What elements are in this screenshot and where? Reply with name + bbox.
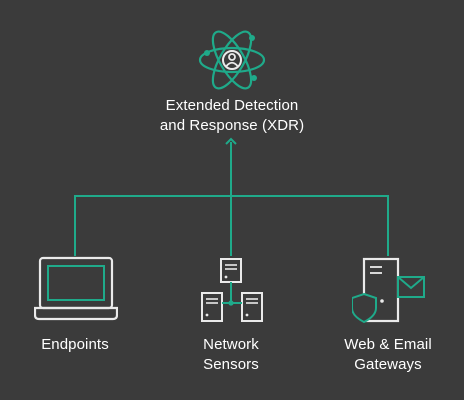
email-icon xyxy=(397,276,425,290)
arrow-head-icon xyxy=(225,137,237,145)
endpoints-label: Endpoints xyxy=(15,335,135,355)
network-sensors-line2: Sensors xyxy=(203,356,259,373)
network-sensors-line1: Network xyxy=(203,336,259,353)
laptop-icon xyxy=(34,256,118,321)
network-sensors-label: Network Sensors xyxy=(171,335,291,375)
hub-title: Extended Detection and Response (XDR) xyxy=(132,96,332,136)
servers-icon xyxy=(201,258,263,322)
hub-title-line1: Extended Detection xyxy=(165,97,299,114)
gateways-label: Web & Email Gateways xyxy=(318,335,458,375)
gateways-line2: Gateways xyxy=(354,356,422,373)
hub-title-line2: and Response (XDR) xyxy=(159,117,305,134)
gateways-line1: Web & Email xyxy=(344,336,432,353)
shield-icon xyxy=(352,292,377,324)
atom-user-icon xyxy=(198,30,266,90)
endpoints-label-line1: Endpoints xyxy=(41,336,109,353)
gateway-icon xyxy=(352,257,425,324)
